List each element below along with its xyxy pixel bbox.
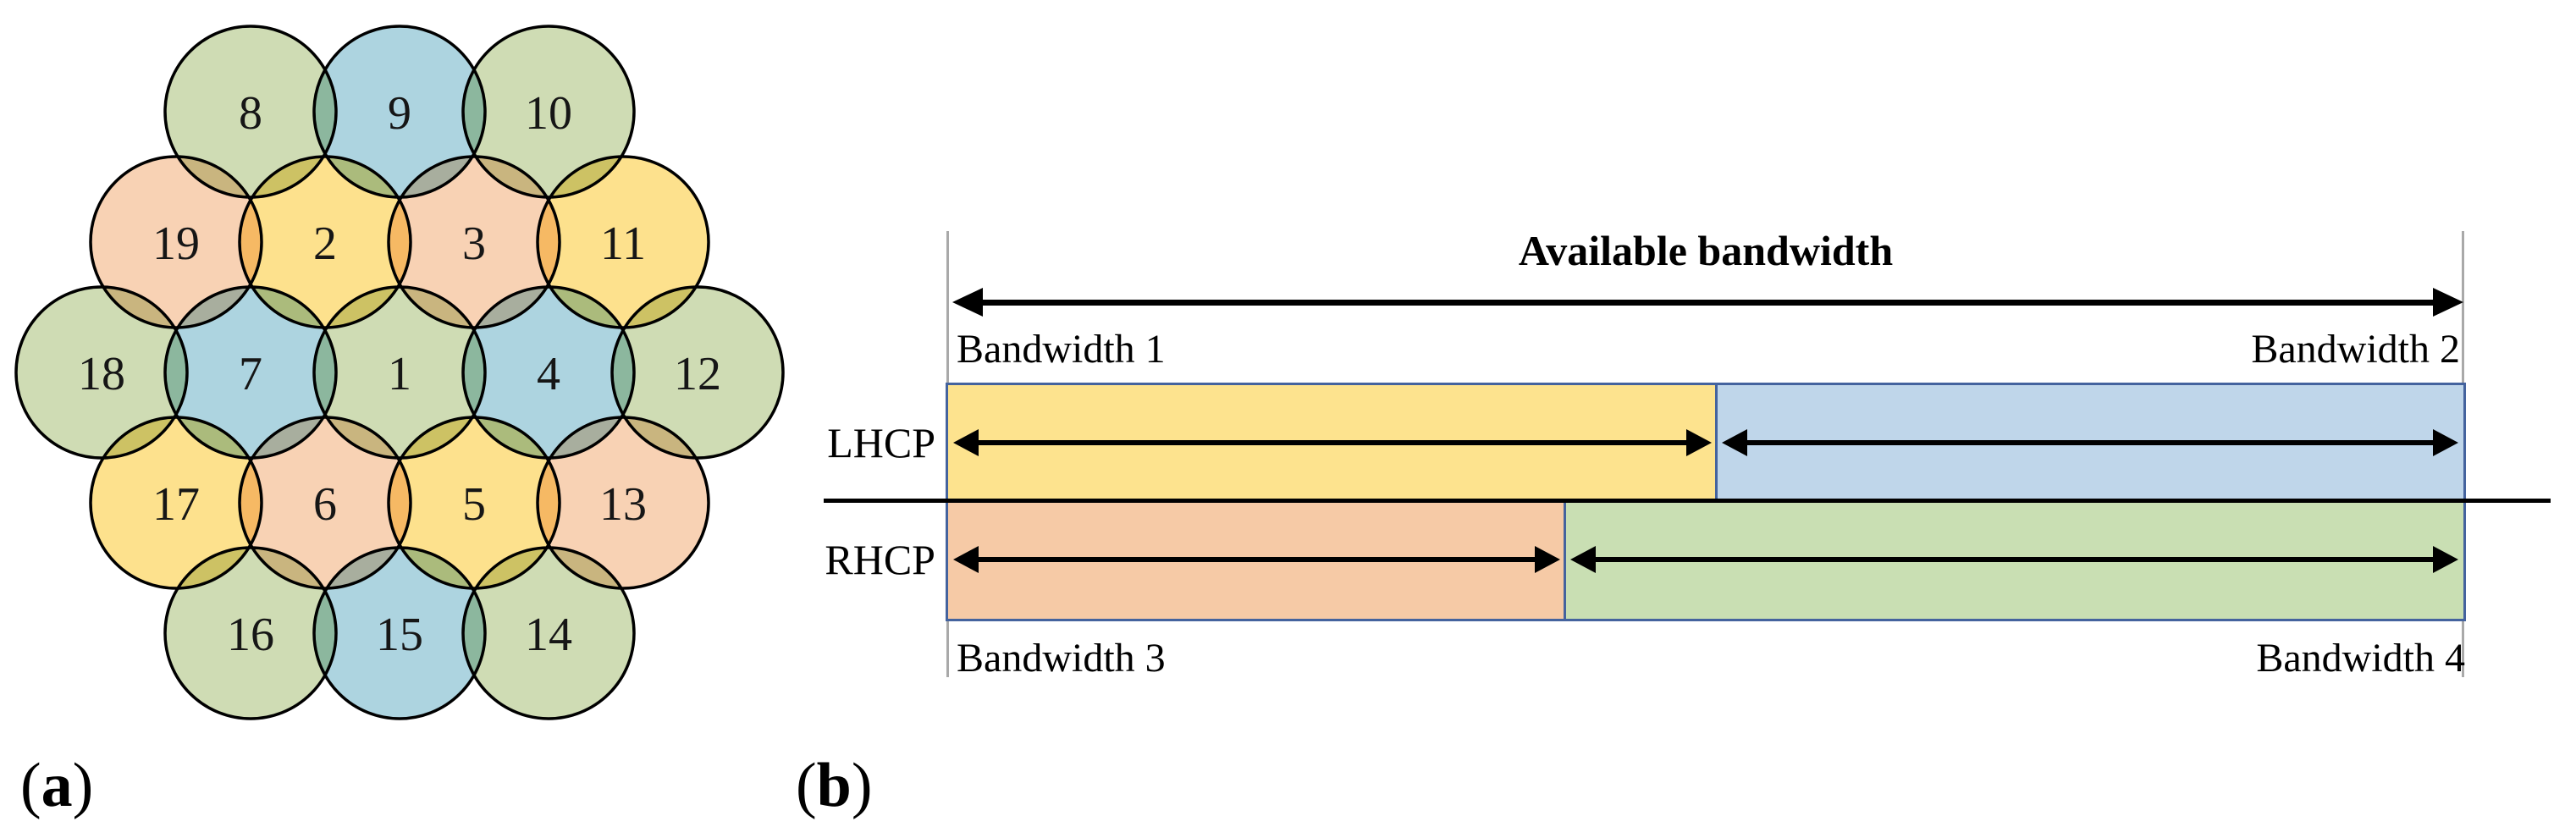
beam-number-11: 11: [600, 218, 646, 270]
beam-number-4: 4: [537, 348, 560, 400]
beam-number-14: 14: [525, 609, 572, 661]
beam-number-8: 8: [239, 87, 262, 140]
bandwidth-1-arrow: [1686, 429, 1712, 456]
beam-number-17: 17: [152, 478, 200, 531]
beam-number-9: 9: [388, 87, 411, 140]
beam-number-13: 13: [599, 478, 647, 531]
beam-number-18: 18: [78, 348, 125, 400]
beam-number-3: 3: [462, 218, 486, 270]
beam-circle-14: [461, 546, 636, 720]
bandwidth-3-arrow: [975, 557, 1538, 562]
beam-number-2: 2: [313, 218, 337, 270]
subfigure-label-a: (a): [20, 751, 94, 820]
rhcp-split-border: [1564, 501, 1566, 619]
beam-number-10: 10: [525, 87, 572, 140]
rhcp-label: RHCP: [825, 536, 935, 583]
beam-number-15: 15: [376, 609, 423, 661]
beam-number-6: 6: [313, 478, 337, 531]
bandwidth-2-arrow: [2433, 429, 2458, 456]
bandwidth-1-label: Bandwidth 1: [957, 327, 1166, 372]
available-bandwidth-title: Available bandwidth: [1518, 227, 1894, 274]
bandwidth-2-arrow: [1744, 440, 2436, 445]
bandwidth-4-arrow: [2433, 546, 2458, 573]
bandwidth-3-arrow: [1535, 546, 1560, 573]
available-bandwidth-arrow: [2433, 288, 2463, 317]
bandwidth-4-arrow: [1592, 557, 2436, 562]
beam-number-7: 7: [239, 348, 262, 400]
available-bandwidth-arrow: [952, 288, 983, 317]
beam-number-19: 19: [152, 218, 200, 270]
beam-number-5: 5: [462, 478, 486, 531]
bandwidth-diagram: Available bandwidth Bandwidth 1 Bandwidt…: [762, 212, 2576, 753]
bandwidth-3-arrow: [953, 546, 979, 573]
bandwidth-1-arrow: [953, 429, 979, 456]
available-bandwidth-arrow: [979, 299, 2436, 306]
bandwidth-3-label: Bandwidth 3: [957, 636, 1166, 681]
lhcp-split-border: [1715, 385, 1718, 501]
bandwidth-1-arrow: [975, 440, 1690, 445]
beam-number-16: 16: [227, 609, 274, 661]
bandwidth-box: [946, 383, 2466, 621]
bandwidth-2-arrow: [1722, 429, 1747, 456]
bandwidth-4-arrow: [1570, 546, 1596, 573]
beam-number-12: 12: [674, 348, 721, 400]
bandwidth-4-label: Bandwidth 4: [2256, 636, 2465, 681]
polarization-separator-line: [824, 499, 2551, 503]
bandwidth-2-label: Bandwidth 2: [2251, 327, 2460, 372]
lhcp-label: LHCP: [827, 419, 935, 466]
subfigure-label-b: (b): [796, 751, 873, 820]
beam-number-1: 1: [388, 348, 411, 400]
